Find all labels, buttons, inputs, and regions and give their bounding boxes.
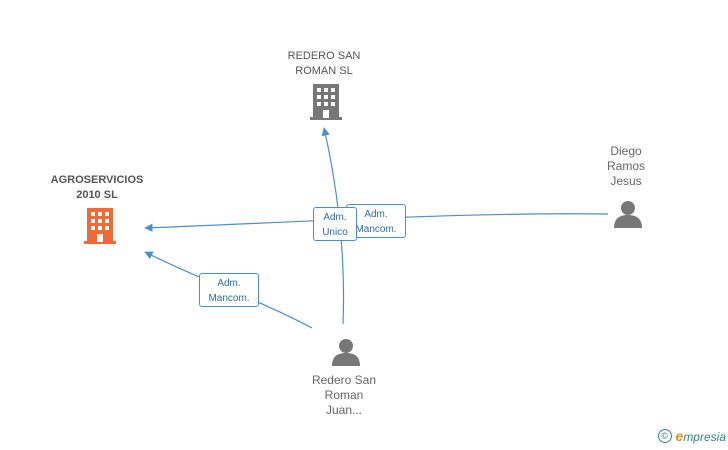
brand-rest: mpresia — [683, 430, 726, 444]
node-label-diego-ramos-jesus: Diego Ramos Jesus — [606, 144, 645, 188]
edge-label-line: Mancom. — [355, 224, 397, 235]
person-icon[interactable] — [612, 199, 644, 229]
person-icon[interactable] — [330, 337, 362, 367]
brand-name: empresia — [676, 428, 726, 444]
edge-label-line: Mancom. — [208, 293, 250, 304]
node-label-agroservicios: AGROSERVICIOS 2010 SL — [50, 174, 144, 201]
edge-label-juan-adm-unico[interactable]: Adm. Unico — [313, 207, 357, 241]
node-label-redero-san-roman-sl: REDERO SAN ROMAN SL — [287, 50, 361, 77]
building-icon[interactable] — [84, 208, 116, 244]
copyright-icon: © — [657, 429, 672, 443]
edge-label-line: Adm. — [323, 212, 347, 223]
edge-label-juan-adm-mancom[interactable]: Adm. Mancom. — [199, 273, 259, 307]
edge-label-line: Adm. — [217, 278, 241, 289]
node-label-redero-san-roman-juan: Redero San Roman Juan... — [311, 373, 377, 417]
brand-initial: e — [675, 428, 684, 444]
edge-label-line: Adm. — [364, 209, 388, 220]
edge-label-line: Unico — [322, 227, 348, 238]
building-icon[interactable] — [310, 84, 342, 120]
empresia-logo: © empresia — [657, 428, 726, 444]
